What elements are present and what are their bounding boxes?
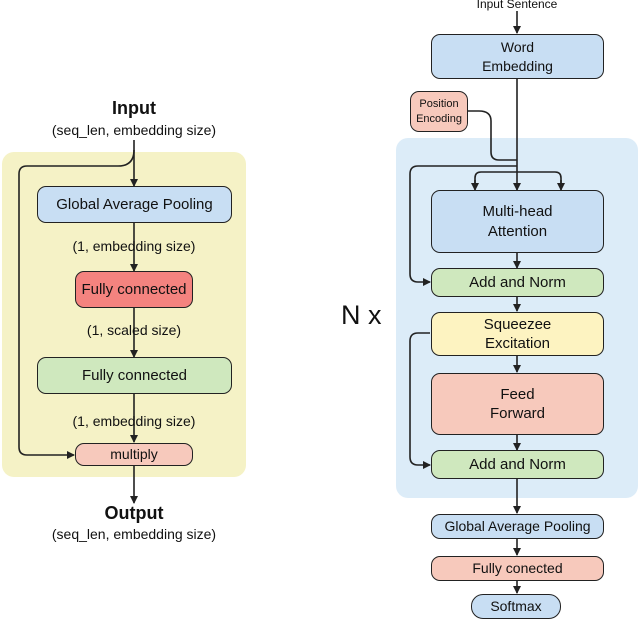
output-fully-connected-box: Fully conected [431,556,604,581]
squeeze-excitation-box: Squeezee Excitation [431,312,604,356]
input-sentence-label: Input Sentence [476,0,558,11]
output-global-average-pooling-box: Global Average Pooling [431,514,604,539]
arrow-residual-2 [409,332,431,469]
add-and-norm-2-box: Add and Norm [431,450,604,479]
repeat-n-times-label: N x [341,300,382,330]
arrow-residual-1 [409,165,517,286]
position-encoding-box: Position Encoding [410,91,468,132]
word-embedding-box: Word Embedding [431,34,604,79]
shape-after-gap-label: (1, embedding size) [72,238,196,254]
add-and-norm-1-box: Add and Norm [431,268,604,297]
softmax-box: Softmax [471,594,561,619]
fully-connected-2-box: Fully connected [37,357,232,394]
input-title: Input [112,98,156,118]
multiply-box: multiply [75,443,193,466]
output-shape-label: (seq_len, embedding size) [51,526,217,542]
multi-head-attention-box: Multi-head Attention [431,190,604,253]
shape-after-fc1-label: (1, scaled size) [86,322,182,338]
global-average-pooling-box: Global Average Pooling [37,186,232,223]
line-position-encoding [468,110,517,161]
line-qkv-split [474,171,562,188]
output-title: Output [104,503,164,523]
arrow-skip-to-multiply [18,149,135,459]
fully-connected-1-box: Fully connected [75,271,193,308]
shape-after-fc2-label: (1, embedding size) [72,413,196,429]
feed-forward-box: Feed Forward [431,373,604,435]
input-shape-label: (seq_len, embedding size) [51,122,217,138]
